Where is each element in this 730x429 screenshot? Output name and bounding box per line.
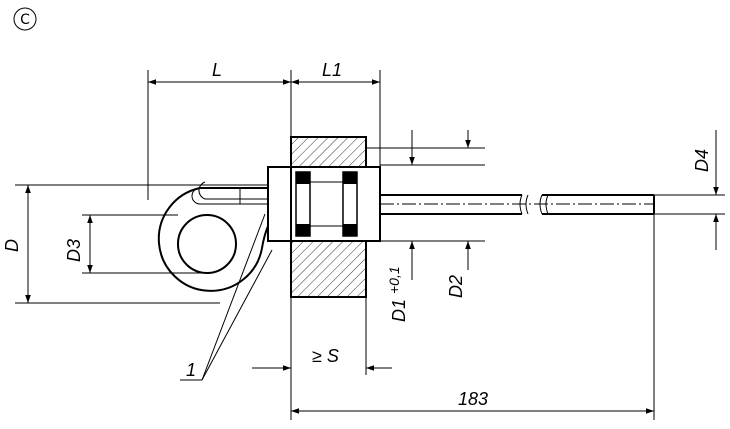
label-length: 183 [458, 389, 488, 409]
svg-text:+0,1: +0,1 [386, 266, 402, 294]
copyright-mark: C [13, 7, 37, 31]
label-D1-group: D1 +0,1 [386, 266, 409, 322]
label-S: ≥ S [312, 346, 339, 366]
label-D4: D4 [692, 149, 712, 172]
extension-lines [15, 70, 725, 420]
svg-text:C: C [20, 12, 30, 28]
label-D3: D3 [64, 239, 84, 262]
label-L: L [212, 60, 222, 80]
svg-text:D1: D1 [389, 299, 409, 322]
label-D2: D2 [446, 275, 466, 298]
rod [380, 194, 655, 215]
label-D: D [2, 239, 22, 252]
callout-leaders [180, 213, 273, 381]
label-callout: 1 [186, 360, 196, 380]
label-L1: L1 [322, 60, 342, 80]
seal-insert [267, 166, 381, 242]
dimension-lines [25, 79, 719, 414]
ring-handle [157, 181, 269, 292]
